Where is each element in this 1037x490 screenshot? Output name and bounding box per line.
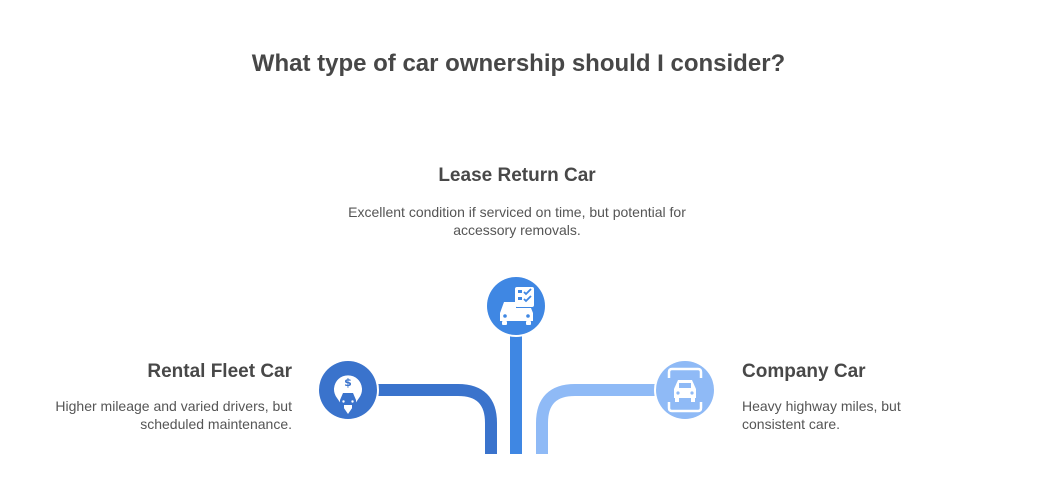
rental-fleet-car-title: Rental Fleet Car xyxy=(147,361,292,382)
svg-text:$: $ xyxy=(344,376,352,389)
lease-return-car-description: Excellent condition if serviced on time,… xyxy=(348,204,686,238)
rental-connector xyxy=(360,384,497,454)
diagram-title: What type of car ownership should I cons… xyxy=(251,50,786,77)
company-car-description: Heavy highway miles, but consistent care… xyxy=(742,398,901,432)
car-checklist-icon xyxy=(485,275,547,337)
car-front-icon xyxy=(654,359,716,421)
car-dollar-icon: $ xyxy=(317,359,379,421)
company-connector xyxy=(536,384,672,454)
company-car-title: Company Car xyxy=(742,361,866,382)
lease-return-car-title: Lease Return Car xyxy=(438,165,596,186)
rental-fleet-car-description: Higher mileage and varied drivers, but s… xyxy=(55,398,292,432)
